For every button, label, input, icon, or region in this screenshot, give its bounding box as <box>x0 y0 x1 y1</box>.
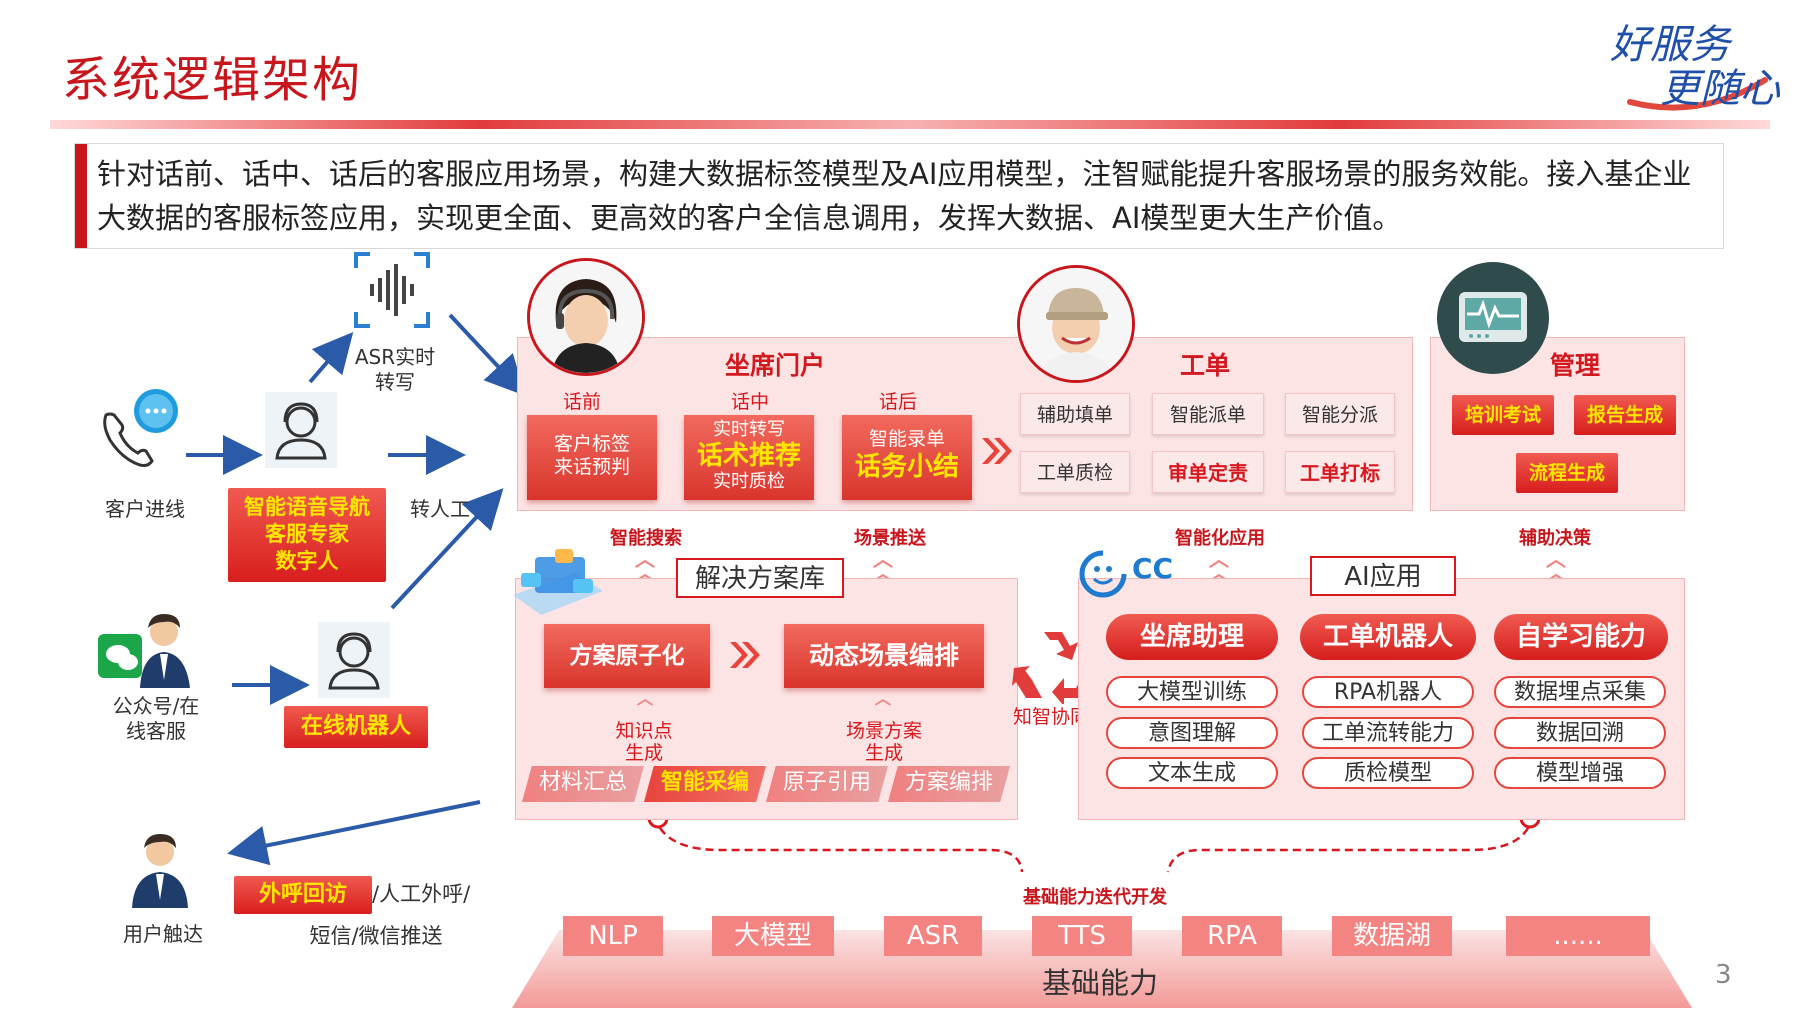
self-learning-head[interactable]: 自学习能力 <box>1494 614 1668 660</box>
outbound-rest2: 短信/微信推送 <box>309 924 443 948</box>
aux-decision-label: 辅助决策 <box>1519 528 1591 549</box>
logo-line2: 更随心 <box>1660 66 1780 112</box>
scene-orchestration-tile[interactable]: 动态场景编排 <box>784 624 984 688</box>
base-datalake[interactable]: 数据湖 <box>1332 916 1452 956</box>
ai-item[interactable]: 模型增强 <box>1494 757 1666 789</box>
decorative-strip <box>50 120 1770 129</box>
tile2-bot: 实时质检 <box>713 471 785 492</box>
wo-smart-assign[interactable]: 智能分派 <box>1285 393 1395 435</box>
ai-item[interactable]: 数据回溯 <box>1494 717 1666 749</box>
up-chevron-icon: ︿︿ <box>1546 547 1566 585</box>
logo-line1: 好服务 <box>1610 22 1730 68</box>
smart-search-label: 智能搜索 <box>610 528 682 549</box>
seg-during: 话中 <box>730 391 769 413</box>
smart-app-label: 智能化应用 <box>1175 528 1265 549</box>
workorder-robot-head[interactable]: 工单机器人 <box>1300 614 1476 660</box>
up-chevron-icon: ︿ <box>874 689 891 708</box>
double-chevron-icon <box>980 436 1016 466</box>
page-number: 3 <box>1715 960 1732 990</box>
tile2-main: 话术推荐 <box>696 441 801 471</box>
base-tts[interactable]: TTS <box>1032 916 1132 956</box>
user-reach-label: 用户触达 <box>123 922 203 946</box>
up-chevron-icon: ︿ <box>636 689 653 708</box>
agent-headset-icon <box>265 392 337 468</box>
monitor-icon <box>1437 262 1549 374</box>
collab-label: 知智协同 <box>1012 706 1089 728</box>
ai-item[interactable]: RPA机器人 <box>1302 676 1474 708</box>
ai-app-title: AI应用 <box>1310 556 1456 596</box>
tile3-top: 智能录单 <box>868 428 945 450</box>
wechat-label: 公众号/在 线客服 <box>112 694 200 743</box>
ai-item[interactable]: 工单流转能力 <box>1302 717 1474 749</box>
intro-accent-bar <box>75 144 87 248</box>
outbound-button[interactable]: 外呼回访 <box>234 876 372 914</box>
tile3-main: 话务小结 <box>854 452 959 482</box>
up-chevron-icon: ︿︿ <box>1209 547 1229 585</box>
customer-call-label: 客户进线 <box>105 497 185 521</box>
online-agent-icon <box>318 622 390 698</box>
wo-assist-fill[interactable]: 辅助填单 <box>1020 393 1130 435</box>
ribbon-atom-ref: 原子引用 <box>766 766 888 802</box>
ai-item[interactable]: 大模型训练 <box>1106 676 1278 708</box>
solution-library-title: 解决方案库 <box>676 558 844 598</box>
flow-gen-button[interactable]: 流程生成 <box>1516 453 1618 493</box>
cc-text: CC <box>1132 552 1174 585</box>
up-chevron-icon: ︿︿ <box>635 547 655 585</box>
page-title: 系统逻辑架构 <box>62 52 363 108</box>
wo-review[interactable]: 审单定责 <box>1152 451 1264 493</box>
ai-item[interactable]: 数据埋点采集 <box>1494 676 1666 708</box>
voice-nav-button[interactable]: 智能语音导航 客服专家 数字人 <box>228 488 386 582</box>
ai-item[interactable]: 质检模型 <box>1302 757 1474 789</box>
asr-waveform-icon <box>352 250 432 330</box>
ribbon-scheme: 方案编排 <box>888 766 1010 802</box>
base-title: 基础能力 <box>1041 966 1158 1000</box>
seat-title: 坐席门户 <box>724 351 825 380</box>
report-gen-button[interactable]: 报告生成 <box>1574 395 1676 435</box>
knowledge-gen-label: 知识点 生成 <box>615 720 673 764</box>
base-nlp[interactable]: NLP <box>563 916 663 956</box>
ribbon-smart-edit: 智能采编 <box>644 766 766 802</box>
base-llm[interactable]: 大模型 <box>712 916 834 956</box>
phone-chat-icon <box>96 385 186 470</box>
call-summary-tile[interactable]: 智能录单 话务小结 <box>842 415 972 500</box>
training-exam-button[interactable]: 培训考试 <box>1452 395 1554 435</box>
ribbon-material: 材料汇总 <box>522 766 644 802</box>
wo-smart-dispatch[interactable]: 智能派单 <box>1152 393 1264 435</box>
agent-avatar <box>527 258 645 376</box>
solution-hologram-icon <box>505 545 611 617</box>
customer-tag-tile[interactable]: 客户标签 来话预判 <box>527 415 657 500</box>
wo-quality[interactable]: 工单质检 <box>1020 451 1130 493</box>
outbound-rest: /人工外呼/ <box>372 882 471 906</box>
manage-title: 管理 <box>1549 351 1600 380</box>
wechat-person-icon <box>96 610 200 690</box>
cc-smile-icon <box>1078 549 1128 599</box>
atomize-tile[interactable]: 方案原子化 <box>544 624 710 688</box>
intro-text: 针对话前、话中、话后的客服应用场景，构建大数据标签模型及AI应用模型，注智赋能提… <box>97 157 1692 235</box>
wo-tagging[interactable]: 工单打标 <box>1285 451 1395 493</box>
seat-assistant-head[interactable]: 坐席助理 <box>1106 614 1278 660</box>
base-asr[interactable]: ASR <box>884 916 982 956</box>
base-iter-label: 基础能力迭代开发 <box>1023 887 1167 908</box>
base-rpa[interactable]: RPA <box>1182 916 1282 956</box>
online-robot-button[interactable]: 在线机器人 <box>284 706 428 748</box>
base-more[interactable]: ...... <box>1506 916 1650 956</box>
intro-box: 针对话前、话中、话后的客服应用场景，构建大数据标签模型及AI应用模型，注智赋能提… <box>74 143 1724 249</box>
seg-after: 话后 <box>878 391 917 413</box>
scene-gen-label: 场景方案 生成 <box>845 720 922 764</box>
ai-item[interactable]: 文本生成 <box>1106 757 1278 789</box>
transfer-label: 转人工 <box>410 497 470 521</box>
up-chevron-icon: ︿︿ <box>873 547 893 585</box>
ai-item[interactable]: 意图理解 <box>1106 717 1278 749</box>
worker-avatar <box>1017 265 1135 383</box>
user-person-icon <box>120 830 200 910</box>
brand-logo: 好服务 更随心 <box>1600 10 1785 120</box>
tile2-top: 实时转写 <box>713 419 785 440</box>
scene-push-label: 场景推送 <box>854 528 926 549</box>
double-chevron-icon <box>728 640 764 670</box>
workorder-title: 工单 <box>1179 351 1230 380</box>
asr-label: ASR实时 转写 <box>354 345 436 394</box>
seg-before: 话前 <box>562 391 601 413</box>
script-recommend-tile[interactable]: 实时转写 话术推荐 实时质检 <box>684 415 814 500</box>
